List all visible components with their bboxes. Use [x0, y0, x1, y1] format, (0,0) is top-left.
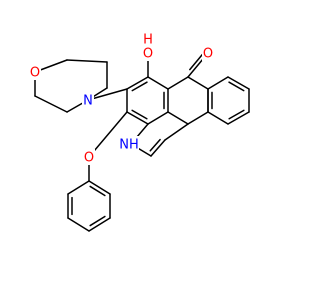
bond-c1-c2-inner	[228, 81, 245, 92]
bond-b4-a4	[167, 111, 189, 125]
bond-c3-c4-inner	[228, 109, 245, 120]
bond-n-aryl	[87, 88, 128, 101]
morpholine-oxygen-label: O	[30, 66, 40, 81]
bond-c4-b3	[207, 111, 229, 125]
bond-p1-p2	[150, 139, 166, 157]
bond-b3-b4	[187, 111, 209, 125]
morpholine-nitrogen-label-bg	[82, 92, 94, 108]
bond-c1-c2	[227, 76, 250, 90]
bond-ph4-ph5	[67, 217, 90, 232]
hydroxyl-oxygen-label: O	[143, 47, 153, 62]
bond-p2-b4	[164, 123, 189, 141]
phenoxy-oxygen-label: O	[84, 151, 94, 166]
ketone-oxygen-label: O	[203, 47, 213, 62]
bond-a4-a5	[147, 111, 169, 125]
bond-a1-a2	[126, 76, 149, 90]
hydroxyl-oxygen-label-bg	[142, 45, 154, 61]
bond-ph1-ph2-inner	[89, 185, 106, 197]
bond-c-o-ketone-inner	[189, 52, 205, 71]
bond-b1-b2	[187, 76, 209, 90]
bond-lines	[34, 52, 250, 232]
bond-ph6-ph1	[67, 180, 90, 195]
morpholine-nitrogen-label: N	[83, 94, 93, 109]
bond-a2-a3	[147, 76, 169, 90]
bond-ph3-ph4	[88, 217, 111, 232]
pyrrole-nh-label: NH	[119, 138, 139, 153]
bond-a5-a6-inner	[131, 109, 148, 120]
hydroxyl-hydrogen-label: H	[143, 33, 153, 48]
bond-c3-c4	[227, 111, 250, 125]
bond-ph3-ph4-inner	[89, 215, 106, 227]
ketone-oxygen-label-bg	[202, 45, 214, 61]
phenoxy-oxygen-label-bg	[83, 149, 95, 165]
bond-a5-a6	[126, 111, 149, 125]
bond-ph1-ph2	[88, 180, 111, 195]
bond-b2-c1	[207, 76, 229, 90]
bond-a1-a2-inner	[131, 81, 148, 92]
morpholine-oxygen-label-bg	[29, 64, 41, 80]
pyrrole-nh-label-bg	[119, 136, 139, 152]
bond-morpholine-c-c	[34, 95, 68, 113]
bond-a6-o	[88, 111, 128, 158]
bond-morpholine-c-c3	[66, 59, 108, 63]
bond-p1-p2-inner	[149, 138, 161, 152]
bond-a3-b1	[167, 76, 189, 90]
